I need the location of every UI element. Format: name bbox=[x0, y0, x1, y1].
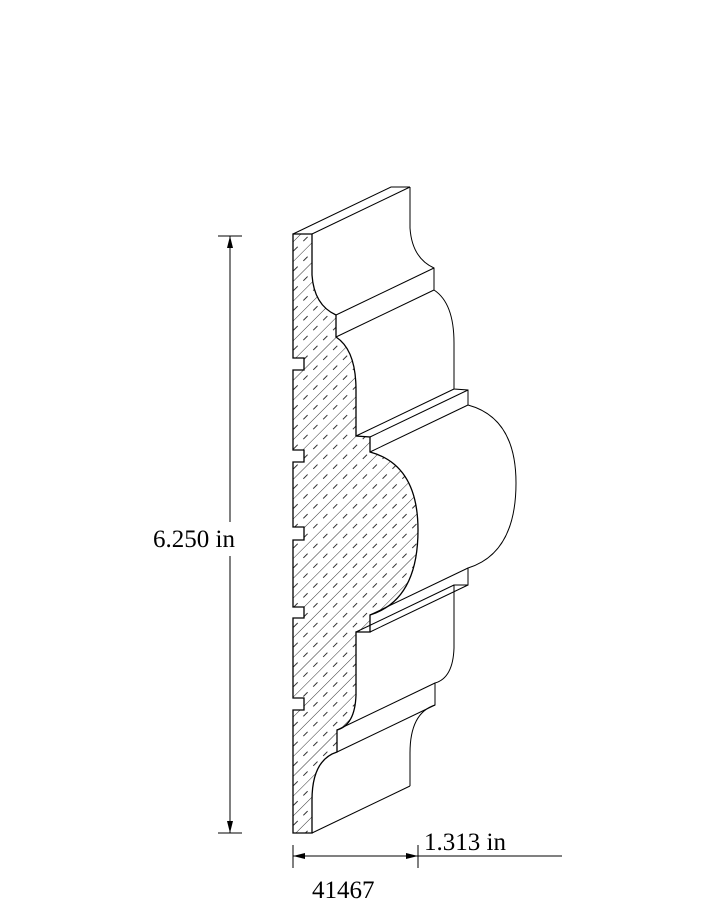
part-number: 41467 bbox=[312, 877, 375, 904]
height-dimension bbox=[218, 235, 242, 834]
back-profile bbox=[292, 186, 517, 834]
width-dimension-label: 1.313 in bbox=[424, 829, 506, 856]
height-dimension-label: 6.250 in bbox=[153, 526, 235, 553]
width-dimension bbox=[292, 845, 562, 868]
cross-section bbox=[292, 233, 419, 834]
